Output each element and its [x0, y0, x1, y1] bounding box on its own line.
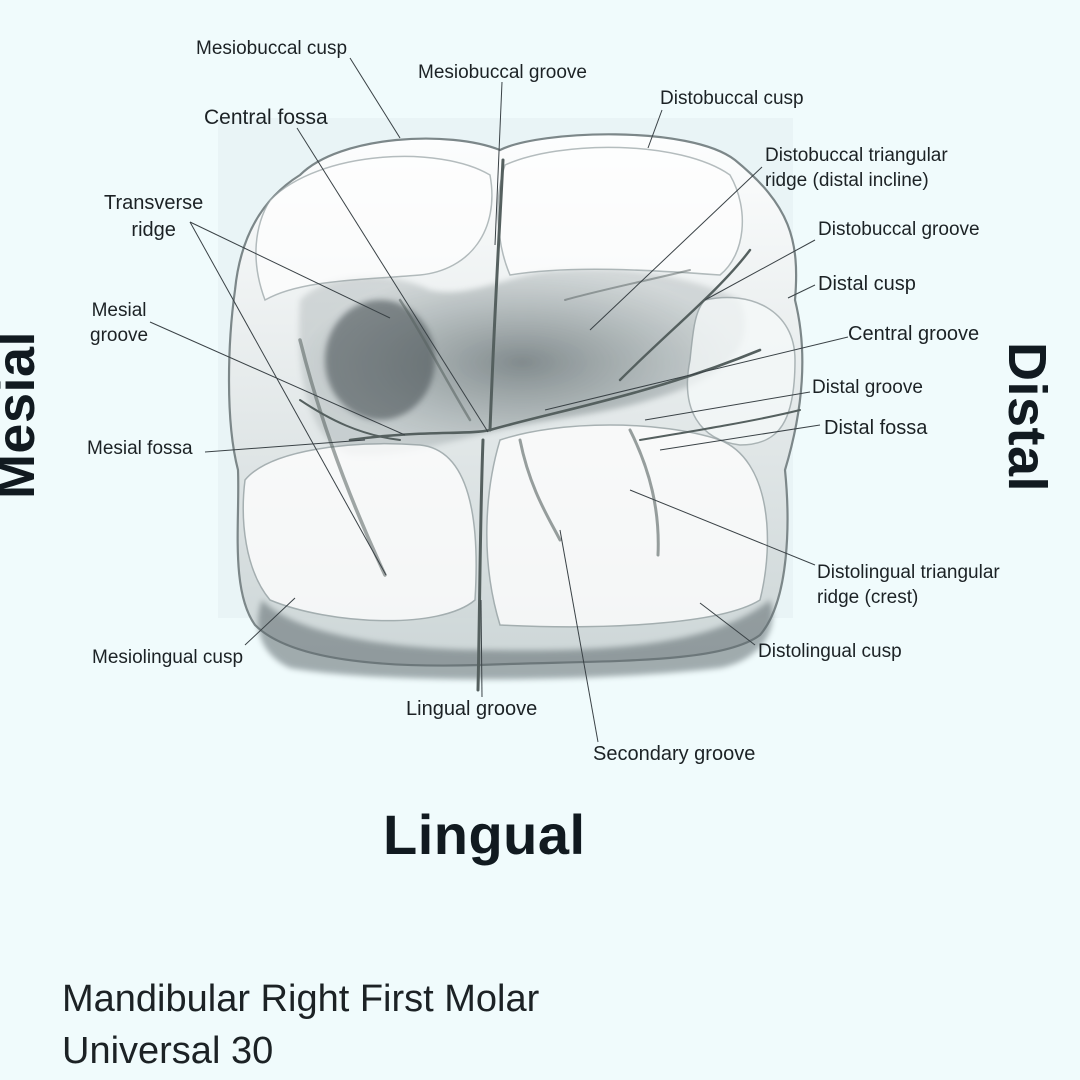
label-mesiobuccal-cusp: Mesiobuccal cusp: [196, 38, 348, 59]
distolingual-cusp-shape: [486, 424, 769, 628]
leader-transverse-ridge-b: [189, 221, 387, 576]
label-central-groove: Central groove: [848, 323, 980, 345]
label-mesial-groove-line1: Mesial: [91, 300, 147, 321]
leader-distobuccal-cusp: [647, 109, 663, 149]
label-transverse-ridge-line2: ridge: [131, 219, 176, 241]
mesial-pit-shade: [325, 300, 435, 420]
leader-distobuccal-groove: [704, 239, 816, 301]
leader-distolingual-triangular-ridge: [629, 489, 816, 566]
central-groove-line: [348, 348, 762, 442]
label-mesial-groove-line2: groove: [90, 325, 149, 346]
lingual-groove-line: [476, 438, 485, 692]
label-distobuccal-groove: Distobuccal groove: [818, 219, 980, 240]
leader-distal-cusp: [787, 284, 816, 299]
mesial-groove-line: [299, 399, 401, 441]
label-central-fossa: Central fossa: [204, 106, 328, 129]
label-distal-groove: Distal groove: [812, 377, 923, 398]
leader-distolingual-cusp: [699, 602, 756, 646]
label-distobuccal-triangular-ridge-line1: Distobuccal triangular: [765, 145, 948, 166]
leader-transverse-ridge-a: [189, 221, 391, 319]
leader-distal-fossa: [659, 424, 821, 451]
mesiobuccal-groove-line: [488, 158, 505, 432]
leader-mesiobuccal-cusp: [349, 57, 401, 139]
lingual-label: Lingual: [383, 803, 586, 866]
ridge-stroke-3: [628, 428, 660, 557]
label-lingual-groove: Lingual groove: [406, 698, 538, 720]
mesiobuccal-cusp-shape: [255, 155, 493, 302]
label-transverse-ridge-line1: Transverse: [104, 192, 204, 214]
label-mesial-groove: Mesial groove: [90, 298, 148, 348]
leader-distal-groove: [644, 391, 811, 421]
label-distobuccal-triangular-ridge-line2: ridge (distal incline): [765, 170, 929, 191]
leader-mesiolingual-cusp: [244, 597, 296, 646]
lingual-margin-shade: [258, 600, 773, 680]
ridge-stroke-1: [298, 338, 387, 577]
label-distal-fossa: Distal fossa: [824, 417, 928, 439]
label-distobuccal-triangular-ridge: Distobuccal triangular ridge (distal inc…: [765, 143, 948, 193]
leader-lines: [149, 57, 849, 743]
ridge-stroke-4: [564, 269, 691, 301]
distal-label: Distal: [997, 341, 1058, 493]
caption-title: Mandibular Right First Molar: [62, 978, 540, 1020]
leader-mesial-groove: [149, 321, 406, 436]
label-mesial-fossa: Mesial fossa: [87, 438, 193, 459]
leader-mesial-fossa: [204, 439, 366, 453]
caption-universal-number: Universal 30: [62, 1030, 274, 1072]
label-distolingual-triangular-ridge: Distolingual triangular ridge (crest): [817, 560, 1000, 610]
leader-central-groove: [544, 336, 849, 411]
label-distolingual-cusp: Distolingual cusp: [758, 641, 902, 662]
label-transverse-ridge: Transverse ridge: [104, 190, 203, 244]
mesial-label: Mesial: [0, 330, 47, 500]
label-distolingual-triangular-ridge-line2: ridge (crest): [817, 587, 919, 608]
label-distobuccal-cusp: Distobuccal cusp: [660, 88, 804, 109]
leader-lingual-groove: [480, 599, 483, 698]
label-distolingual-triangular-ridge-line1: Distolingual triangular: [817, 562, 1000, 583]
label-secondary-groove: Secondary groove: [593, 743, 756, 765]
distobuccal-groove-line: [618, 248, 752, 382]
leader-mesiobuccal-groove: [494, 81, 503, 246]
label-distal-cusp: Distal cusp: [818, 273, 916, 295]
groove-lines: [298, 158, 801, 692]
label-mesiolingual-cusp: Mesiolingual cusp: [92, 647, 244, 668]
leader-central-fossa: [296, 127, 489, 433]
leader-distobuccal-triangular-ridge: [589, 166, 763, 331]
mesiolingual-cusp-shape: [242, 443, 477, 622]
ridge-stroke-2: [518, 438, 562, 542]
label-mesiobuccal-groove: Mesiobuccal groove: [418, 62, 587, 83]
leader-secondary-groove: [559, 529, 599, 743]
ridge-stroke-5: [398, 298, 472, 422]
distobuccal-cusp-shape: [497, 146, 743, 276]
distal-groove-line: [639, 409, 801, 441]
